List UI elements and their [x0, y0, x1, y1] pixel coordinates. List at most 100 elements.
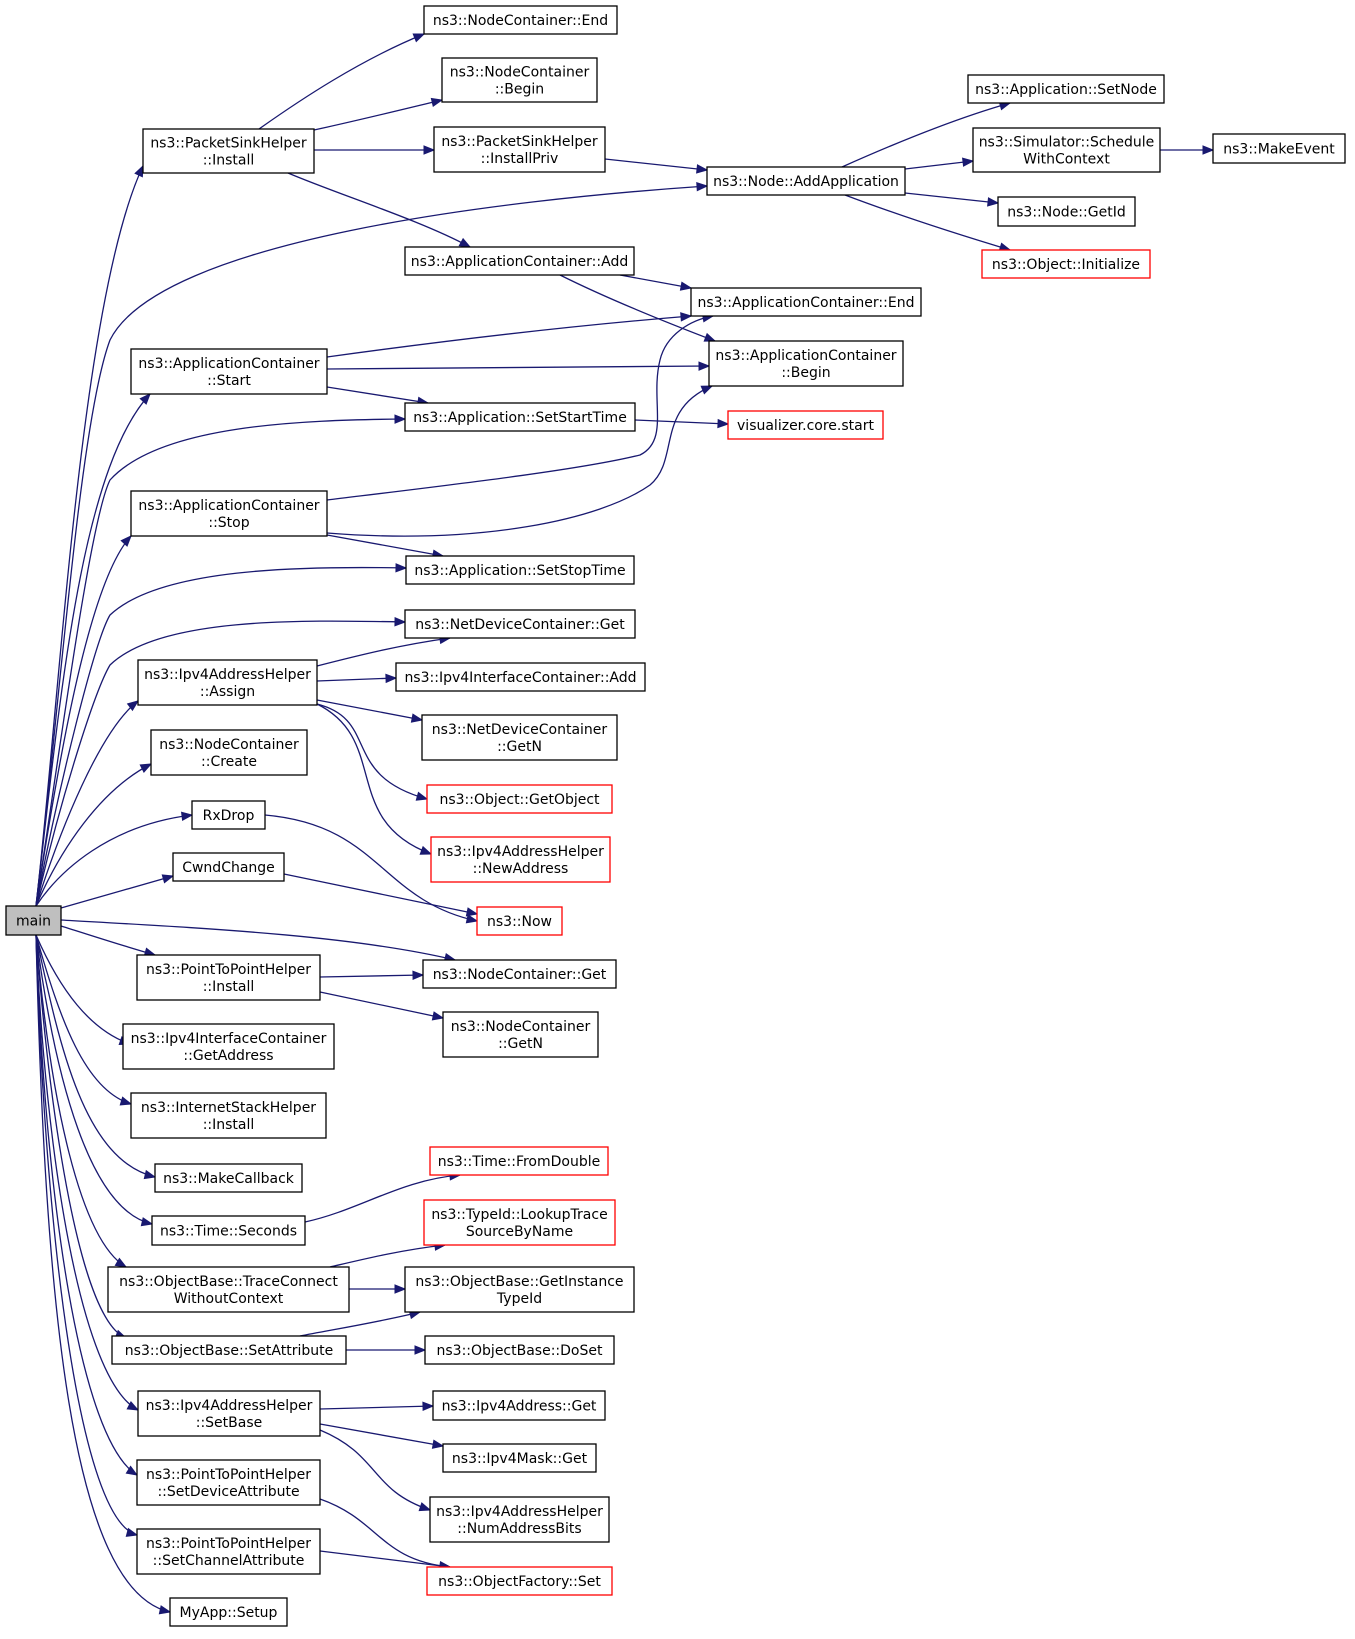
node-ndc-getn[interactable]: ns3::NetDeviceContainer::GetN [421, 714, 618, 761]
node-box [727, 410, 884, 440]
edge-ipv4ah_assign-to-obj_getobject [316, 703, 429, 801]
node-viz-start[interactable]: visualizer.core.start [727, 410, 884, 440]
node-label: SourceByName [466, 1224, 573, 1240]
node-ipv4ah-assign[interactable]: ns3::Ipv4AddressHelper::Assign [137, 659, 318, 706]
node-label: ::Start [207, 373, 251, 389]
node-label: ns3::NetDeviceContainer [432, 722, 608, 738]
node-ac-stop[interactable]: ns3::ApplicationContainer::Stop [130, 490, 328, 537]
node-ipv4ah-setbase[interactable]: ns3::Ipv4AddressHelper::SetBase [137, 1390, 321, 1437]
node-app-setnode[interactable]: ns3::Application::SetNode [967, 74, 1165, 104]
node-nc-get[interactable]: ns3::NodeContainer::Get [422, 959, 617, 989]
node-ac-start[interactable]: ns3::ApplicationContainer::Start [130, 348, 328, 395]
node-nc-getn[interactable]: ns3::NodeContainer::GetN [442, 1011, 599, 1058]
node-makeevent[interactable]: ns3::MakeEvent [1212, 133, 1346, 164]
node-label: ns3::NodeContainer [451, 1019, 591, 1035]
node-box [476, 906, 563, 936]
node-p2p-setchan[interactable]: ns3::PointToPointHelper::SetChannelAttri… [136, 1528, 321, 1575]
arrowhead-icon [987, 197, 1000, 207]
node-ipv4mask-get[interactable]: ns3::Ipv4Mask::Get [442, 1443, 597, 1473]
node-label: ns3::TypeId::LookupTrace [431, 1207, 607, 1223]
node-p2p-setdev[interactable]: ns3::PointToPointHelper::SetDeviceAttrib… [136, 1459, 321, 1506]
arrowhead-icon [394, 617, 407, 627]
node-ipv4addr-get[interactable]: ns3::Ipv4Address::Get [432, 1390, 606, 1421]
node-label: ::Create [201, 754, 257, 770]
node-nc-begin[interactable]: ns3::NodeContainer::Begin [441, 57, 598, 103]
edge-line [35, 620, 406, 907]
edge-ob_setattr-to-ob_getinstance [299, 1309, 422, 1337]
node-cwndchange[interactable]: CwndChange [172, 852, 285, 882]
arrowhead-icon [125, 1465, 139, 1476]
node-myapp-setup[interactable]: MyApp::Setup [169, 1597, 288, 1627]
edge-rxdrop-to-now [264, 814, 479, 924]
node-app-setstop[interactable]: ns3::Application::SetStopTime [405, 555, 635, 585]
edge-line [60, 925, 156, 956]
node-box [154, 1163, 303, 1193]
node-ish-install[interactable]: ns3::InternetStackHelper::Install [130, 1092, 327, 1139]
node-p2p-install[interactable]: ns3::PointToPointHelper::Install [136, 954, 321, 1001]
node-psh-installpriv[interactable]: ns3::PacketSinkHelper::InstallPriv [433, 126, 606, 173]
arrowhead-icon [140, 1217, 154, 1227]
node-box [122, 1023, 335, 1070]
edge-main-to-nc_create [35, 763, 153, 907]
arrowhead-icon [120, 535, 132, 547]
node-nc-create[interactable]: ns3::NodeContainer::Create [150, 729, 308, 776]
node-ndc-get[interactable]: ns3::NetDeviceContainer::Get [404, 609, 636, 639]
arrowhead-icon [134, 164, 144, 178]
edge-main-to-p2p_setdev [35, 934, 139, 1476]
node-ob-doset[interactable]: ns3::ObjectBase::DoSet [424, 1335, 615, 1365]
edge-line [35, 418, 406, 907]
edge-psh_install-to-nc_begin [313, 97, 444, 131]
arrowhead-icon [422, 1401, 435, 1412]
node-app-setstart[interactable]: ns3::Application::SetStartTime [404, 402, 636, 432]
node-psh-install[interactable]: ns3::PacketSinkHelper::Install [142, 128, 315, 174]
node-label: ns3::Application::SetStartTime [413, 410, 627, 426]
edge-line [299, 1311, 421, 1337]
node-box [708, 340, 904, 387]
node-ac-add[interactable]: ns3::ApplicationContainer::Add [404, 246, 635, 276]
edge-line [287, 172, 471, 248]
edge-line [904, 160, 974, 170]
node-label: ns3::NodeContainer::Get [433, 967, 607, 983]
edge-line [35, 934, 171, 1613]
node-time-seconds[interactable]: ns3::Time::Seconds [151, 1215, 306, 1246]
node-box [191, 800, 266, 830]
node-ipv4ah-numbits[interactable]: ns3::Ipv4AddressHelper::NumAddressBits [429, 1496, 610, 1543]
node-box [972, 127, 1161, 173]
node-box [432, 1390, 606, 1421]
node-box [169, 1597, 288, 1627]
node-rxdrop[interactable]: RxDrop [191, 800, 266, 830]
node-ipv4ic-add[interactable]: ns3::Ipv4InterfaceContainer::Add [395, 662, 646, 692]
node-box [136, 1528, 321, 1575]
node-ipv4ah-newaddr[interactable]: ns3::Ipv4AddressHelper::NewAddress [430, 836, 611, 883]
edge-line [258, 33, 425, 130]
arrowhead-icon [698, 361, 711, 371]
node-node-getid[interactable]: ns3::Node::GetId [997, 196, 1136, 227]
node-nc-end[interactable]: ns3::NodeContainer::End [423, 5, 618, 35]
node-ipv4ic-getaddr[interactable]: ns3::Ipv4InterfaceContainer::GetAddress [122, 1023, 335, 1070]
node-box [426, 784, 613, 814]
arrowhead-icon [458, 237, 472, 248]
node-time-fromdouble[interactable]: ns3::Time::FromDouble [429, 1146, 609, 1176]
node-ob-setattr[interactable]: ns3::ObjectBase::SetAttribute [111, 1335, 347, 1365]
edge-line [326, 385, 713, 537]
node-now[interactable]: ns3::Now [476, 906, 563, 936]
node-ob-traceconnect[interactable]: ns3::ObjectBase::TraceConnectWithoutCont… [107, 1266, 350, 1313]
node-obj-initialize[interactable]: ns3::Object::Initialize [981, 249, 1151, 279]
node-label: ::SetBase [196, 1415, 263, 1431]
node-box [137, 1390, 321, 1437]
node-node-addapp[interactable]: ns3::Node::AddApplication [706, 166, 906, 196]
node-label: ns3::Ipv4Address::Get [442, 1399, 597, 1415]
node-of-set[interactable]: ns3::ObjectFactory::Set [426, 1566, 613, 1596]
edge-line [35, 814, 193, 907]
node-ac-end[interactable]: ns3::ApplicationContainer::End [690, 287, 922, 317]
edge-line [326, 534, 444, 557]
node-label: ::GetN [498, 1036, 543, 1052]
node-main[interactable]: main [5, 905, 62, 936]
node-ac-begin[interactable]: ns3::ApplicationContainer::Begin [708, 340, 904, 387]
node-obj-getobject[interactable]: ns3::Object::GetObject [426, 784, 613, 814]
node-makecallback[interactable]: ns3::MakeCallback [154, 1163, 303, 1193]
edge-line [283, 873, 478, 915]
